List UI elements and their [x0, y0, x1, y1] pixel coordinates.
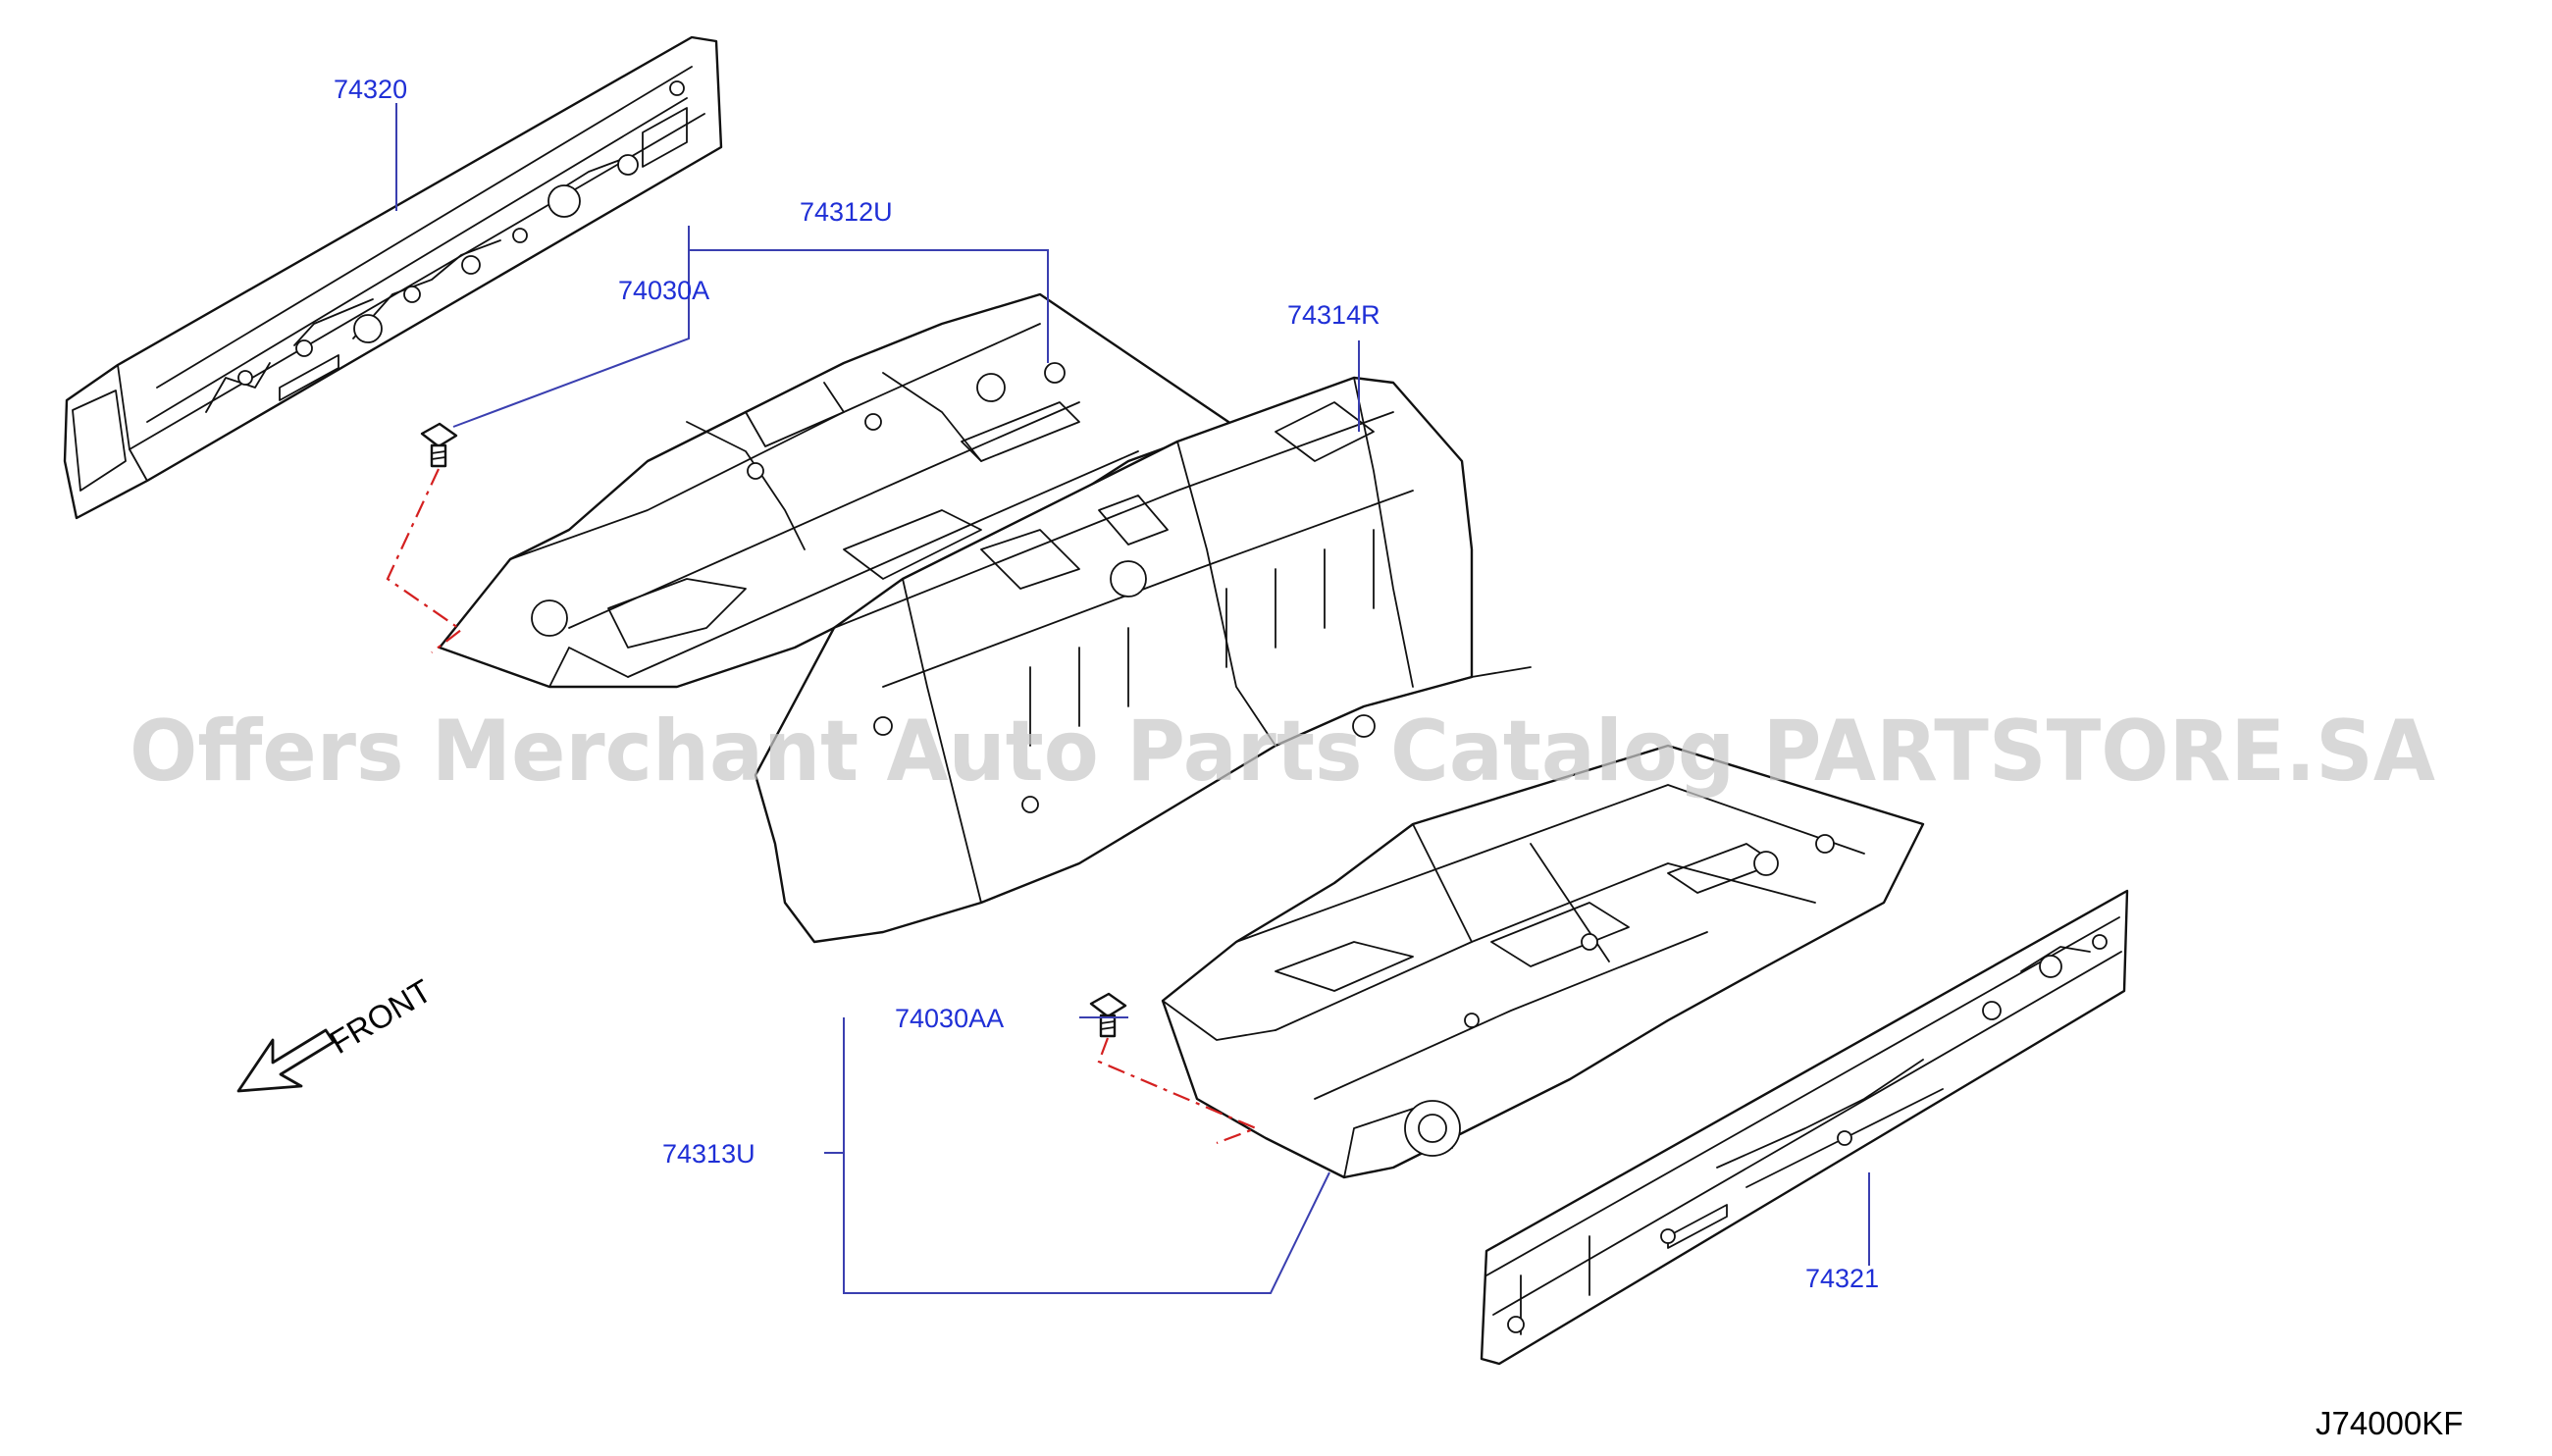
callout-74321[interactable]: 74321 — [1805, 1264, 1879, 1293]
front-label: FRONT — [324, 972, 438, 1061]
bolt-74030AA[interactable] — [1089, 992, 1127, 1038]
install-line-74030AA — [1097, 1037, 1259, 1145]
leader-lines — [395, 103, 1870, 1294]
diagram-reference-code: J74000KF — [2316, 1405, 2463, 1441]
part-74320-sill-rail-left[interactable] — [63, 35, 723, 520]
callout-74030A[interactable]: 74030A — [618, 276, 709, 305]
callout-74313U[interactable]: 74313U — [662, 1139, 755, 1169]
front-direction-arrow: FRONT — [236, 972, 438, 1093]
part-74314R-center-tunnel[interactable] — [754, 376, 1532, 944]
install-line-74030A — [386, 468, 463, 653]
bolt-74030A[interactable] — [420, 422, 458, 468]
part-74321-sill-rail-right[interactable] — [1480, 889, 2129, 1366]
callout-74312U[interactable]: 74312U — [800, 197, 893, 227]
watermark-text: Offers Merchant Auto Parts Catalog PARTS… — [130, 702, 2435, 801]
callout-74314R[interactable]: 74314R — [1287, 300, 1380, 330]
part-74312U-front-floor-lh[interactable] — [438, 292, 1233, 689]
part-74313U-front-floor-rh[interactable] — [1161, 744, 1925, 1179]
callout-74030AA[interactable]: 74030AA — [895, 1004, 1004, 1033]
callout-74320[interactable]: 74320 — [334, 75, 407, 104]
